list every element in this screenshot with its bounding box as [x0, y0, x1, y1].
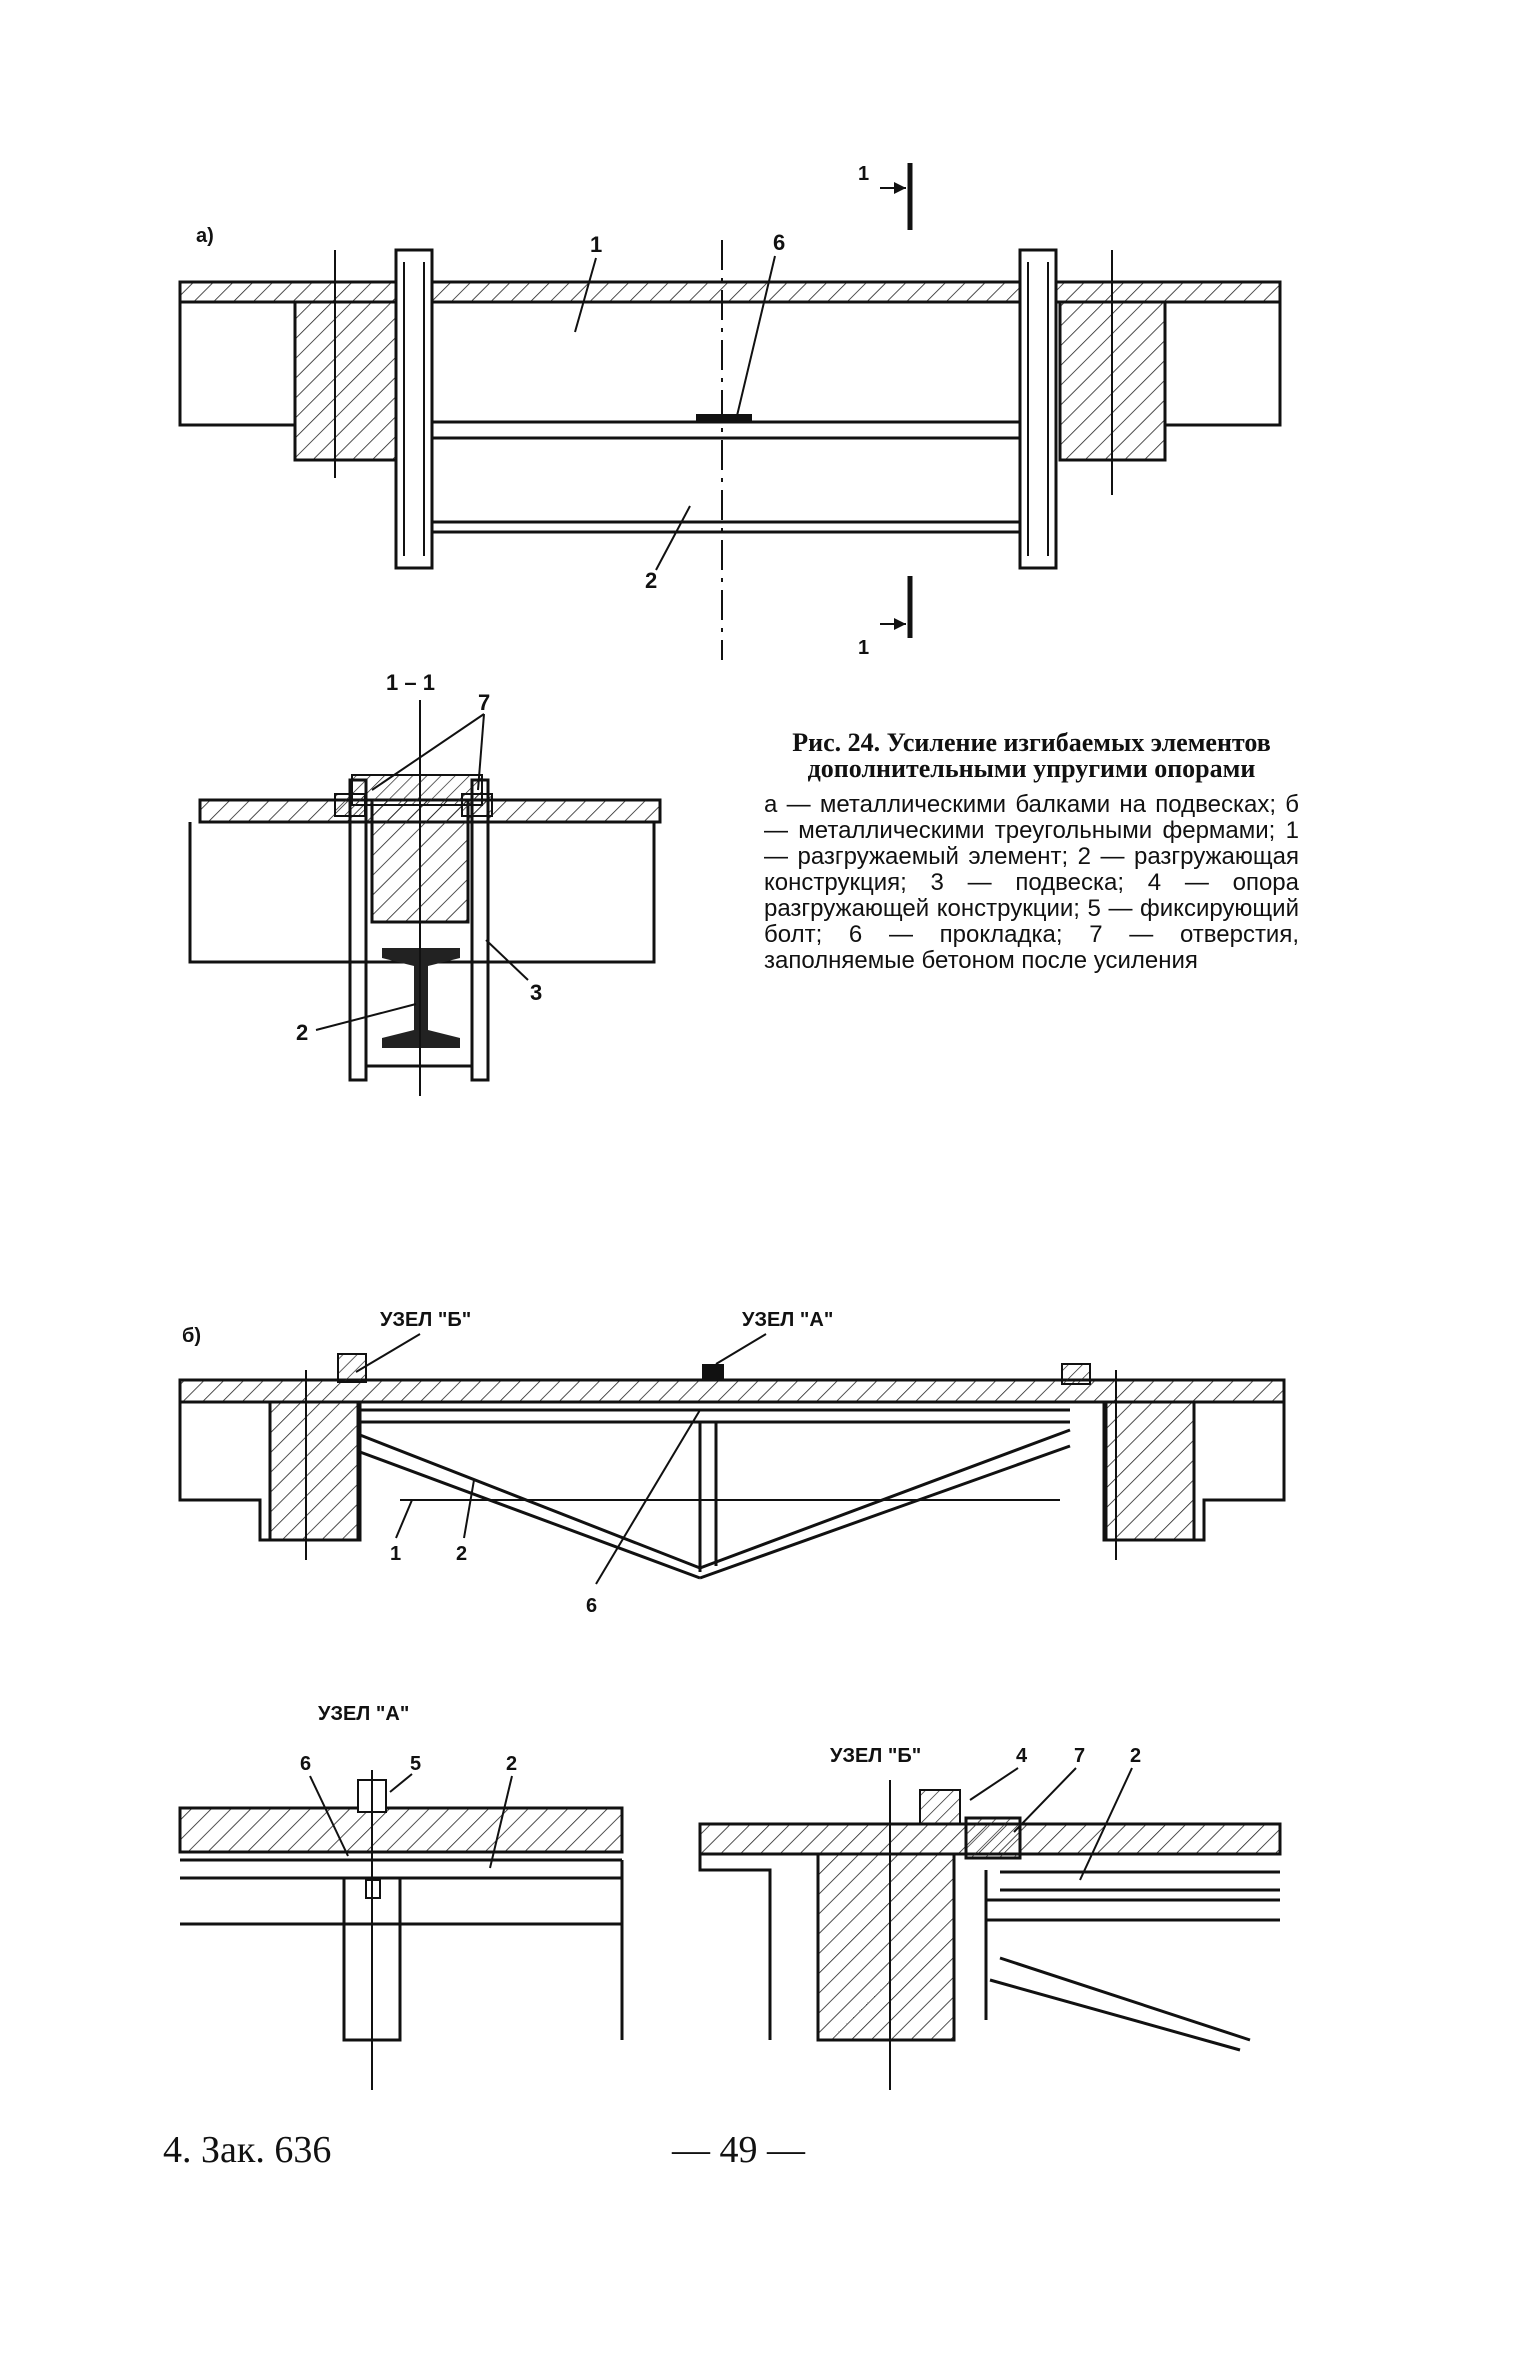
detail-b: УЗЕЛ "Б" 4 7 2: [698, 1745, 1282, 2090]
callout-b-1: 1: [390, 1543, 401, 1565]
callout-2: 2: [645, 568, 657, 593]
unloading-beam: [430, 420, 1022, 440]
callout-b-6: 6: [586, 1595, 597, 1617]
figure-a: а) 1 1 1 6: [178, 163, 1282, 660]
detail-a: УЗЕЛ "А" 6 5 2: [178, 1703, 624, 2090]
left-support-column: [293, 300, 402, 462]
callout-b-2-detail: 2: [1130, 1745, 1141, 1767]
callout-a-5: 5: [410, 1753, 421, 1775]
detail-b-title: УЗЕЛ "Б": [830, 1745, 921, 1767]
hanger-right: [470, 778, 490, 1082]
page-number: — 49 —: [672, 2129, 805, 2171]
callout-b-2: 2: [456, 1543, 467, 1565]
callout-2-section: 2: [296, 1020, 308, 1045]
left-hanger: [394, 248, 434, 570]
callout-3: 3: [530, 980, 542, 1005]
hanger-left: [348, 778, 368, 1082]
slab-a: [178, 280, 1282, 304]
section-marker-bottom: 1: [858, 637, 869, 659]
caption-title: Рис. 24. Усиление изгибаемых элементов д…: [792, 728, 1271, 783]
callout-6: 6: [773, 230, 785, 255]
callout-b-7: 7: [1074, 1745, 1085, 1767]
footer-left: 4. Зак. 636: [163, 2129, 332, 2171]
callout-7: 7: [478, 690, 490, 715]
caption-body: а — металлическими балками на подвесках;…: [764, 791, 1299, 974]
figure-caption: Рис. 24. Усиление изгибаемых элементов д…: [764, 730, 1299, 974]
figure-b-panel-label: б): [182, 1325, 201, 1347]
figure-b: б) УЗЕЛ "Б" УЗЕЛ "А" 1 2 6: [178, 1309, 1286, 1617]
section-title: 1 – 1: [386, 670, 435, 695]
node-b-label: УЗЕЛ "Б": [380, 1309, 471, 1331]
callout-1: 1: [590, 232, 602, 257]
figure-a-panel-label: а): [196, 225, 214, 247]
detail-a-title: УЗЕЛ "А": [318, 1703, 409, 1725]
callout-a-2: 2: [506, 1753, 517, 1775]
right-hanger: [1018, 248, 1058, 570]
callout-b-4: 4: [1016, 1745, 1028, 1767]
section-marker-top: 1: [858, 163, 869, 185]
callout-a-6: 6: [300, 1753, 311, 1775]
pad-6: [696, 414, 752, 422]
node-a-label: УЗЕЛ "А": [742, 1309, 833, 1331]
section-1-1: 1 – 1 7 3 2: [188, 670, 662, 1096]
